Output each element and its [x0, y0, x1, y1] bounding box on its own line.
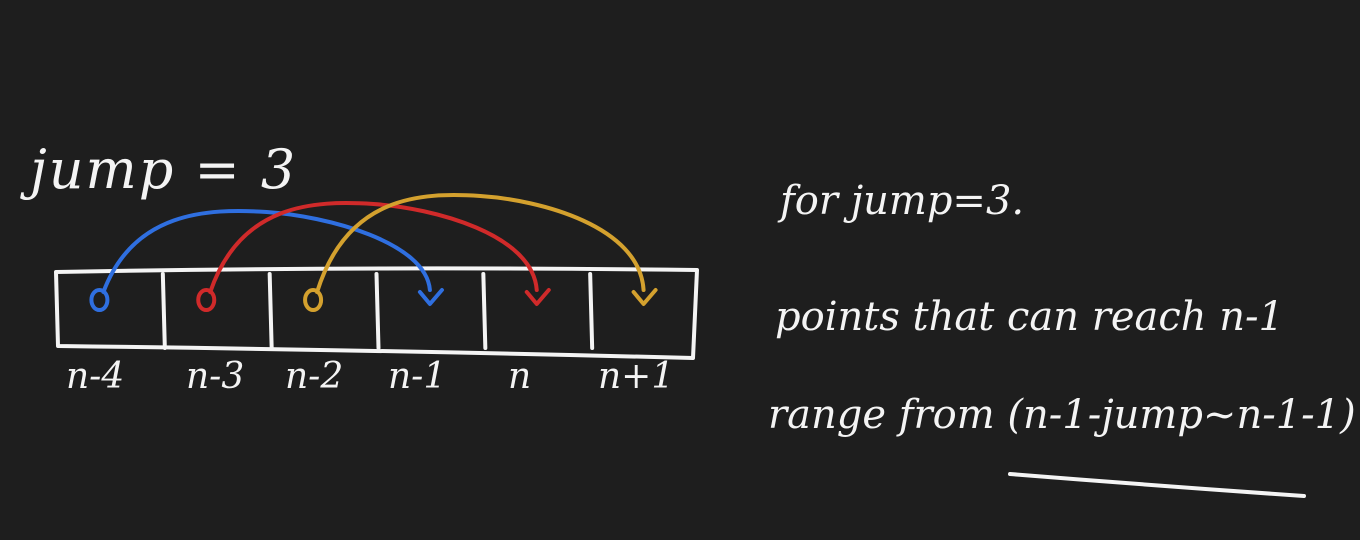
arrow-head [524, 288, 551, 306]
cell-label-5: n+1 [598, 356, 675, 397]
jump-arc [303, 193, 658, 312]
diagram-title: jump = 3 [30, 138, 298, 201]
cell-dividers [160, 272, 595, 350]
jump-arc [89, 208, 444, 312]
cell-divider [481, 272, 488, 350]
arc-start-marker [89, 288, 110, 312]
arrow-head [417, 288, 444, 306]
arc-curve [101, 208, 432, 294]
note-line-2: points that can reach n-1 [775, 294, 1285, 340]
cell-divider [588, 272, 595, 350]
jump-arc [196, 201, 551, 312]
cell-label-2: n-2 [285, 356, 344, 397]
cell-divider [160, 272, 167, 350]
range-underline [1008, 472, 1306, 498]
cell-label-3: n-1 [388, 356, 447, 397]
arc-curve [208, 201, 539, 294]
arrow-head [631, 288, 658, 306]
jump-arcs [89, 193, 658, 312]
cell-divider [374, 272, 381, 350]
note-line-3: range from (n-1-jump~n-1-1) [768, 392, 1356, 438]
note-line-1: for jump=3. [780, 178, 1025, 224]
cell-divider [267, 272, 274, 350]
arc-start-marker [303, 288, 324, 312]
arc-curve [315, 193, 646, 294]
array-outline [54, 266, 699, 360]
arc-start-marker [196, 288, 217, 312]
cell-label-0: n-4 [66, 356, 125, 397]
cell-label-4: n [508, 356, 532, 397]
cell-label-1: n-3 [186, 356, 245, 397]
